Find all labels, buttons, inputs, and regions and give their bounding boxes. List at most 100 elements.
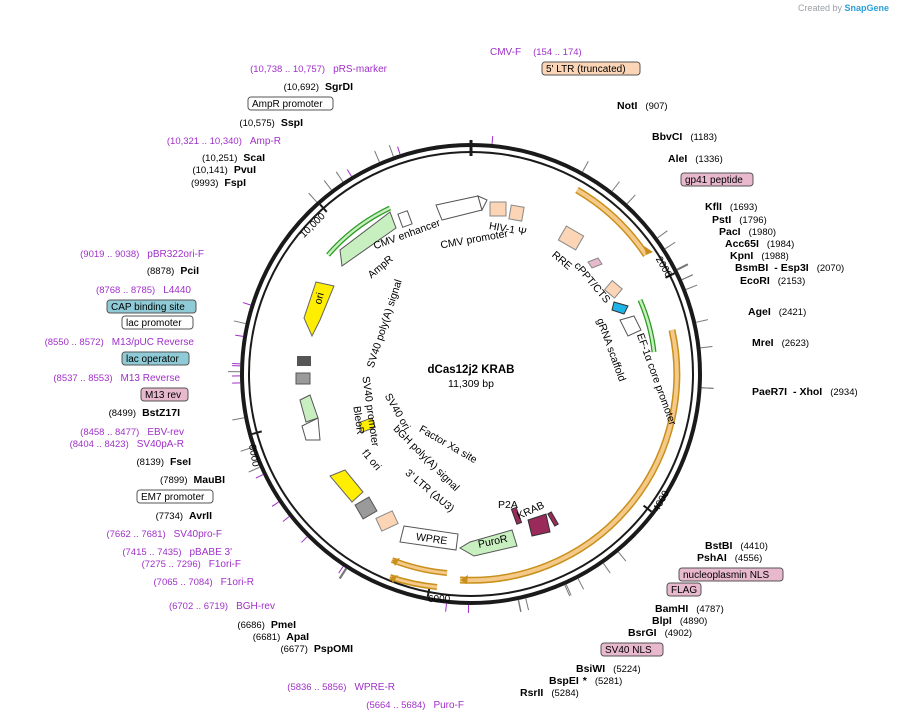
site-leader <box>701 387 714 389</box>
site-leader <box>696 319 708 323</box>
site-leader <box>233 320 246 325</box>
enzyme-avrii: (7734)AvrII <box>156 510 213 522</box>
site-leader <box>685 284 698 290</box>
site-leader <box>397 146 401 155</box>
site-leader <box>617 551 627 562</box>
snapgene-credit: Created by SnapGene <box>798 3 889 13</box>
enzyme-pmei: (6686)PmeI <box>237 619 296 631</box>
site-leader <box>323 180 332 191</box>
primer-sv40pa-r: (8404 .. 8423)SV40pA-R <box>70 439 184 450</box>
ef1a-promoter-arrow <box>619 315 642 337</box>
site-leader <box>374 150 380 163</box>
ampr-arrow <box>339 211 397 267</box>
site-leader <box>339 568 347 579</box>
enzyme-rsrii: RsrII(5284) <box>520 687 579 699</box>
p2a-box <box>510 506 523 525</box>
primer-wpre-r: (5836 .. 5856)WPRE-R <box>287 682 395 693</box>
svg-text:AmpR promoter: AmpR promoter <box>252 99 323 110</box>
enzyme-maubi: (7899)MauBI <box>160 474 225 486</box>
site-leader <box>676 263 689 271</box>
box-5ltr-truncated: 5' LTR (truncated) <box>541 61 641 76</box>
svg-text:5' LTR (truncated): 5' LTR (truncated) <box>546 64 626 75</box>
label-sv40-polya: SV40 poly(A) signal <box>365 278 405 369</box>
site-leader <box>240 447 253 452</box>
site-leader <box>681 274 694 281</box>
enzyme-pcii: (8878)PciI <box>147 265 199 277</box>
tick-10000: 10,000 <box>298 211 328 241</box>
site-leader <box>235 334 244 337</box>
tick-mark <box>251 430 262 435</box>
box-gp41-peptide: gp41 peptide <box>680 172 754 187</box>
cppt-arrow <box>587 257 603 269</box>
enzyme-bamhi: BamHI(4787) <box>655 603 724 615</box>
site-leader <box>582 160 589 172</box>
enzyme-pspomi: (6677)PspOMI <box>280 643 353 655</box>
enzyme-ecori: EcoRI(2153) <box>740 275 805 287</box>
svg-text:FLAG: FLAG <box>671 585 697 596</box>
box-nucleoplasmin-nls: nucleoplasmin NLS <box>678 567 784 582</box>
label-ampr: AmpR <box>366 253 396 281</box>
primer-l4440: (8768 .. 8785)L4440 <box>96 285 191 296</box>
site-leader <box>255 474 264 479</box>
site-leader <box>564 584 571 597</box>
svg-text:lac promoter: lac promoter <box>126 318 182 329</box>
svg-text:gp41 peptide: gp41 peptide <box>685 175 743 186</box>
enzyme-sspi: (10,575)SspI <box>239 117 303 129</box>
svg-text:lac operator: lac operator <box>126 354 179 365</box>
svg-text:nucleoplasmin NLS: nucleoplasmin NLS <box>683 570 769 581</box>
site-leader <box>282 516 290 522</box>
site-leader <box>445 603 447 612</box>
enzyme-bstz17i: (8499)BstZ17I <box>109 407 180 419</box>
primer-ebv-rev: (8458 .. 8477)EBV-rev <box>80 427 184 438</box>
enzyme-agei: AgeI(2421) <box>748 306 806 318</box>
enzyme-bsrgi: BsrGI(4902) <box>628 627 692 639</box>
primer-prs-marker: (10,738 .. 10,757)pRS-marker <box>250 64 388 75</box>
primer-pbr322ori-f: (9019 .. 9038)pBR322ori-F <box>80 249 204 260</box>
krab-arrow <box>527 513 551 537</box>
enzyme-pshai: PshAI(4556) <box>697 552 762 564</box>
enzyme-kpni: KpnI(1988) <box>730 250 789 262</box>
enzyme-pvui: (10,141)PvuI <box>192 164 256 176</box>
site-leader <box>491 135 494 145</box>
box-lac-promoter: lac promoter <box>121 315 194 330</box>
enzyme-labels-left: (10,692)SgrDI (10,575)SspI (10,251)ScaI … <box>109 81 353 655</box>
box-em7-promoter: EM7 promoter <box>136 489 214 504</box>
boxed-feature-labels: 5' LTR (truncated) gp41 peptide nucleopl… <box>106 61 784 657</box>
enzyme-bsiwi: BsiWI(5224) <box>576 663 641 675</box>
bleor-arrow <box>299 394 319 423</box>
label-rre: RRE <box>549 249 574 272</box>
enzyme-paci: PacI(1980) <box>719 226 776 238</box>
enzyme-fsei: (8139)FseI <box>137 456 192 468</box>
primer-pbabe3: (7415 .. 7435)pBABE 3' <box>122 547 232 558</box>
box-cap-binding-site: CAP binding site <box>106 299 197 314</box>
backbone <box>240 140 702 605</box>
plasmid-length: 11,309 bp <box>448 378 494 390</box>
primer-labels: CMV-F(154 .. 174) (10,738 .. 10,757)pRS-… <box>45 47 582 711</box>
tick-marks <box>251 203 675 598</box>
primer-m13-puc-reverse: (8550 .. 8572)M13/pUC Reverse <box>45 337 195 348</box>
cds-arcs <box>326 186 681 590</box>
enzyme-alei: AleI(1336) <box>668 153 723 165</box>
enzyme-bspei: BspEI*(5281) <box>549 675 622 687</box>
site-leader <box>248 466 260 473</box>
enzyme-acc65i: Acc65I(1984) <box>725 238 794 250</box>
enzyme-mrei: MreI(2623) <box>752 337 809 349</box>
site-leader <box>346 169 352 177</box>
site-leader <box>308 192 318 203</box>
site-leader <box>271 501 279 507</box>
primer-cmv-f: CMV-F(154 .. 174) <box>490 47 582 58</box>
site-leader <box>517 600 522 612</box>
f1-ori-arrow <box>329 469 364 503</box>
inner-features <box>295 195 642 557</box>
box-sv40-nls: SV40 NLS <box>600 642 664 657</box>
svg-text:CAP binding site: CAP binding site <box>111 302 185 313</box>
svg-text:EM7 promoter: EM7 promoter <box>141 492 205 503</box>
enzyme-sgrdi: (10,692)SgrDI <box>284 81 353 93</box>
enzyme-paer7i-xhoi: PaeR7I- XhoI(2934) <box>752 386 858 398</box>
cas-cds-arc <box>575 186 649 257</box>
site-leader <box>611 181 620 192</box>
site-leader <box>242 302 251 306</box>
primer-amp-r: (10,321 .. 10,340)Amp-R <box>167 136 281 147</box>
svg-text:SV40 NLS: SV40 NLS <box>605 645 652 656</box>
